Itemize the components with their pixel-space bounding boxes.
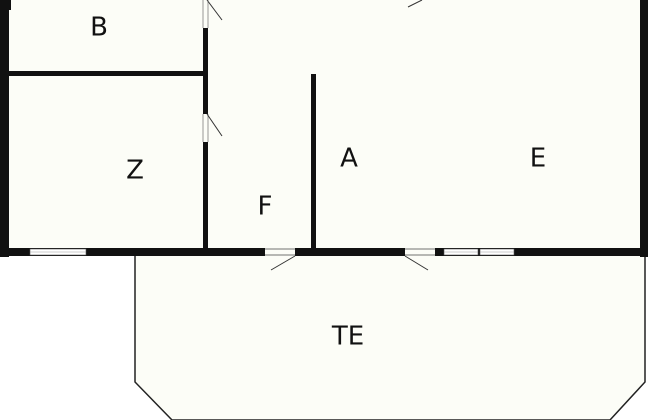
wall-right — [640, 0, 648, 257]
room-label-b: B — [90, 13, 108, 43]
door-f-terrace — [265, 248, 296, 271]
wall-f-a — [311, 74, 316, 250]
wall-vertical-bz-lower — [203, 142, 208, 250]
terrace-outline — [134, 253, 646, 420]
room-label-z: Z — [126, 156, 144, 186]
window-e-1 — [443, 248, 479, 256]
door-z — [202, 113, 223, 142]
door-b — [202, 0, 223, 28]
wall-bottom — [0, 248, 648, 256]
window-z — [29, 248, 87, 256]
room-label-te: TE — [331, 322, 364, 352]
wall-vertical-bz-upper — [203, 28, 208, 114]
door-a-terrace — [404, 248, 435, 271]
floor-area — [0, 0, 645, 253]
room-label-f: F — [258, 192, 273, 222]
wall-b-z — [9, 71, 207, 76]
window-e-2 — [479, 248, 515, 256]
door-top-right — [407, 0, 423, 8]
room-label-e: E — [530, 144, 546, 174]
wall-left — [0, 0, 9, 257]
room-label-a: A — [340, 144, 358, 174]
wall-stub-top — [9, 0, 11, 10]
